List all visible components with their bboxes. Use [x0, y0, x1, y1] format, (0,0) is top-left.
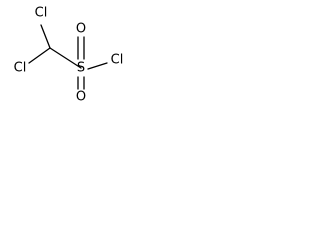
structure-canvas: Cl Cl S O O Cl [0, 0, 130, 112]
chemical-structure-diagram: Cl Cl S O O Cl [14, 6, 124, 105]
atom-label-cl-left: Cl [14, 61, 27, 76]
atom-label-oxygen-bottom: O [76, 90, 86, 105]
atom-label-sulfur: S [77, 61, 85, 76]
bond-c-s [49, 47, 82, 69]
atom-label-cl-right: Cl [111, 53, 124, 68]
bond-s-cl-right [87, 62, 108, 70]
bond-c-cl-top [40, 24, 51, 49]
atom-label-cl-top: Cl [35, 6, 48, 21]
atom-label-oxygen-top: O [76, 22, 86, 37]
bond-c-cl-left [28, 47, 51, 64]
